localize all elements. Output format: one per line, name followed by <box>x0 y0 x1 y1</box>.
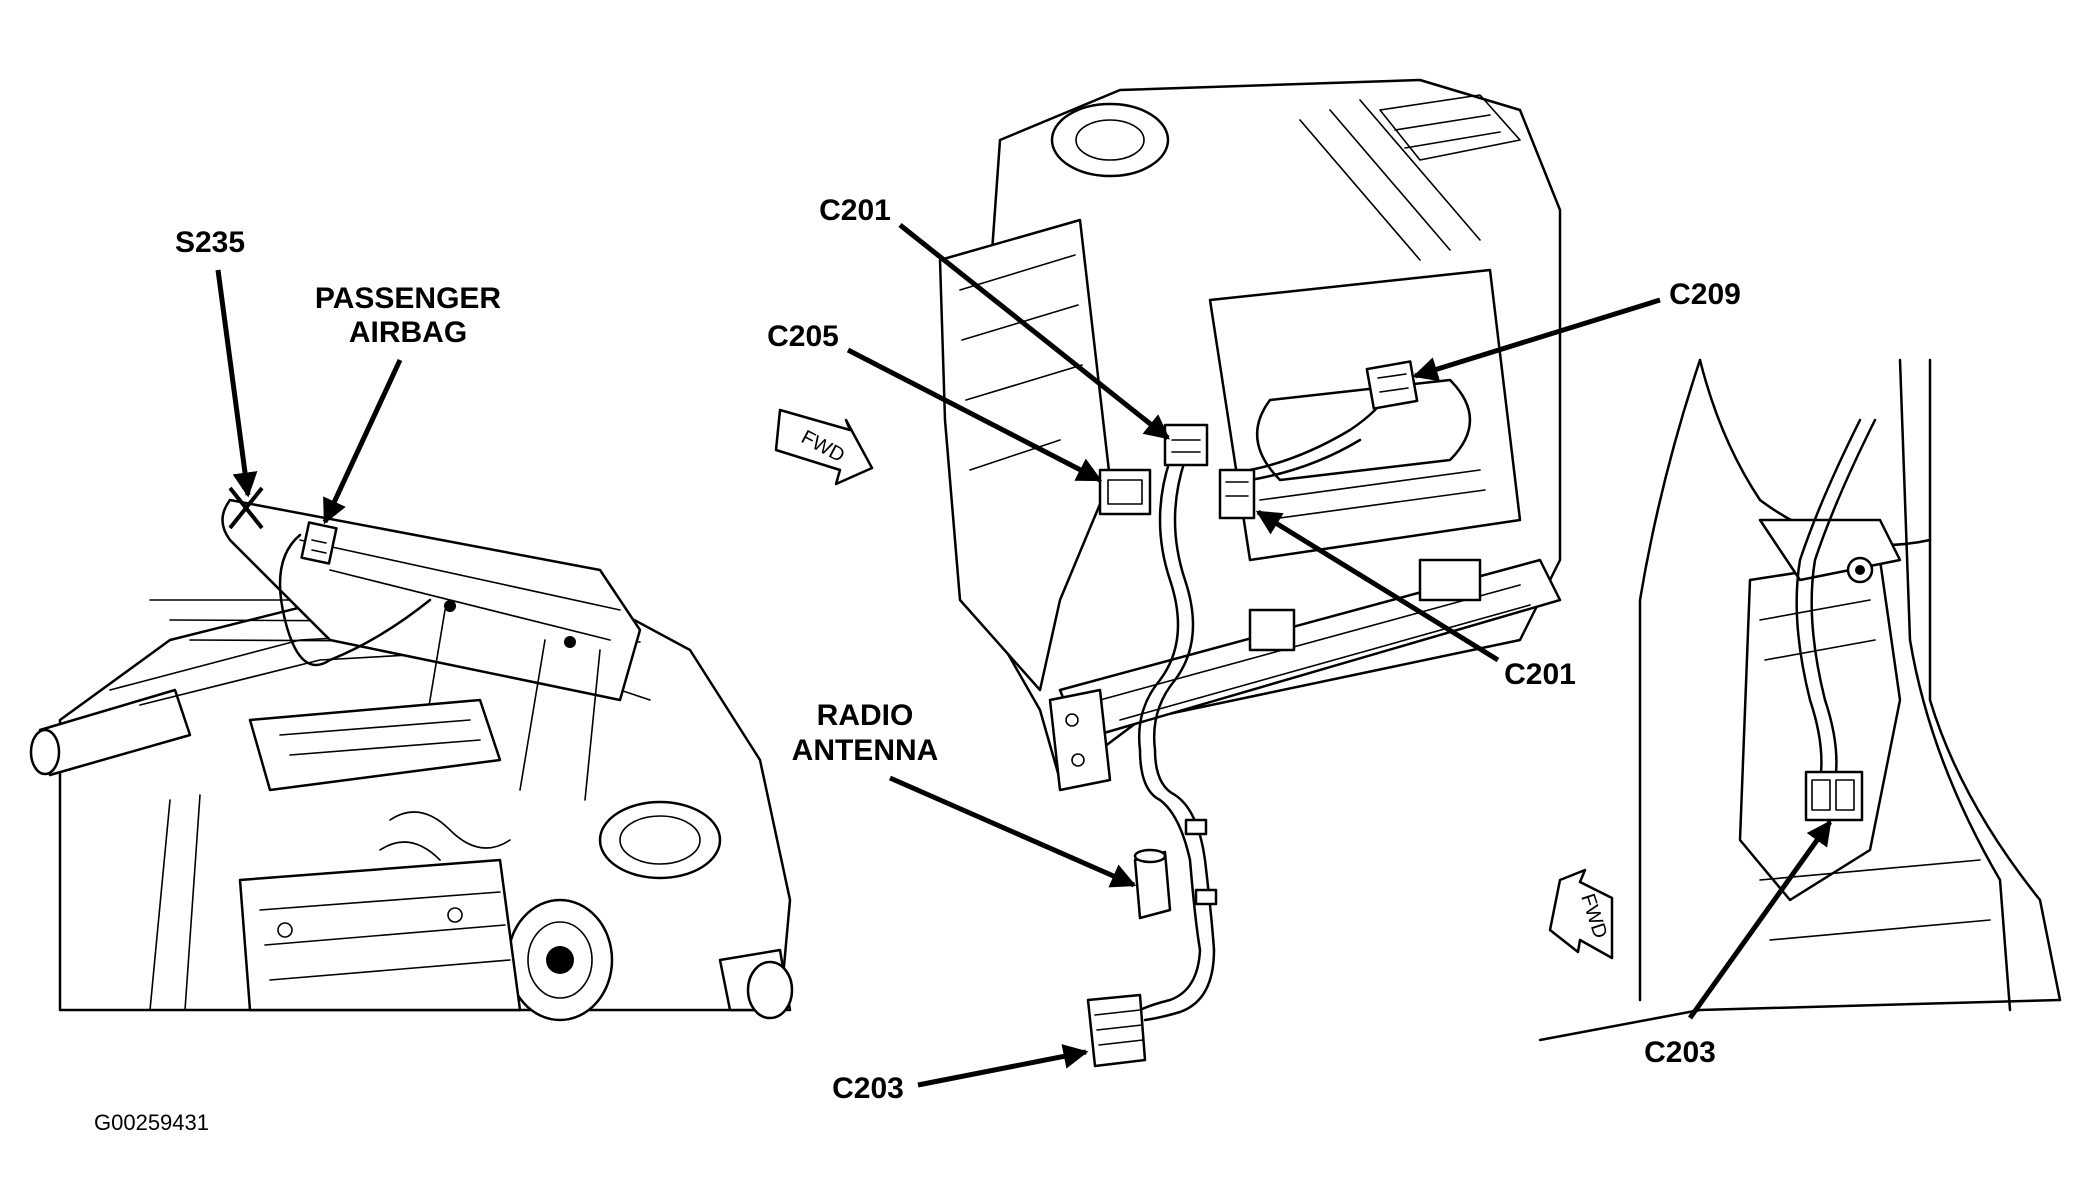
callout-c201-top: C201 <box>819 194 891 227</box>
center-view-heater-box <box>938 78 1562 1068</box>
callout-s235: S235 <box>175 226 245 259</box>
left-view-instrument-panel <box>29 498 794 1022</box>
callout-passenger-airbag-line2: AIRBAG <box>349 316 467 349</box>
leader-lines <box>215 223 1833 1088</box>
callout-radio-antenna-line1: RADIO <box>817 699 914 732</box>
right-view-kick-panel <box>1538 358 2062 1042</box>
figure-id: G00259431 <box>94 1110 209 1135</box>
fwd-arrow-right: FWD <box>1548 868 1614 960</box>
callout-c203-center: C203 <box>832 1072 904 1105</box>
callout-passenger-airbag-line1: PASSENGER <box>315 282 501 315</box>
callout-c205: C205 <box>767 320 839 353</box>
callout-c209: C209 <box>1669 278 1741 311</box>
fwd-arrow-center: FWD <box>774 408 874 486</box>
callout-c201-right: C201 <box>1504 658 1576 691</box>
callout-c203-right: C203 <box>1644 1036 1716 1069</box>
callout-radio-antenna-line2: ANTENNA <box>792 734 939 767</box>
callout-labels: S235 PASSENGER AIRBAG C201 C205 C209 C20… <box>175 194 1741 1105</box>
